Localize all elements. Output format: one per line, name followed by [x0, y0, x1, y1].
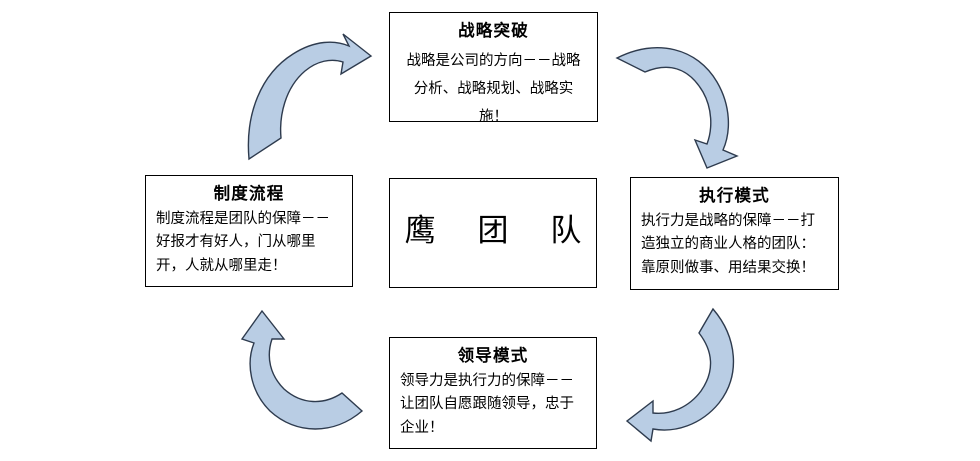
node-system-body: 制度流程是团队的保障－－好报才有好人，门从哪里开，人就从哪里走！ — [156, 210, 330, 274]
center-title: 鹰 团 队 — [404, 213, 598, 249]
node-center-team[interactable]: 鹰 团 队 — [389, 178, 597, 288]
node-leadership-body: 领导力是执行力的保障－－让团队自愿跟随领导，忠于企业！ — [400, 372, 574, 436]
node-system-title: 制度流程 — [213, 184, 285, 203]
node-strategy[interactable]: 战略突破 战略是公司的方向－－战略分析、战略规划、战略实施！ — [389, 12, 598, 125]
node-strategy-title: 战略突破 — [458, 21, 529, 40]
node-strategy-body: 战略是公司的方向－－战略分析、战略规划、战略实施！ — [406, 52, 581, 126]
node-leadership[interactable]: 领导模式 领导力是执行力的保障－－让团队自愿跟随领导，忠于企业！ — [389, 337, 597, 449]
node-execution-title: 执行模式 — [699, 186, 770, 205]
curved-arrow-up-right-icon — [243, 32, 375, 162]
node-execution[interactable]: 执行模式 执行力是战略的保障－－打造独立的商业人格的团队：靠原则做事、用结果交换… — [630, 177, 839, 290]
curved-arrow-down-left-icon — [623, 307, 757, 443]
curved-arrow-down-right-icon — [613, 32, 745, 170]
curved-arrow-up-left-icon — [234, 307, 368, 441]
node-execution-body: 执行力是战略的保障－－打造独立的商业人格的团队：靠原则做事、用结果交换！ — [641, 212, 815, 276]
node-system[interactable]: 制度流程 制度流程是团队的保障－－好报才有好人，门从哪里开，人就从哪里走！ — [145, 175, 353, 287]
node-leadership-title: 领导模式 — [457, 346, 529, 365]
